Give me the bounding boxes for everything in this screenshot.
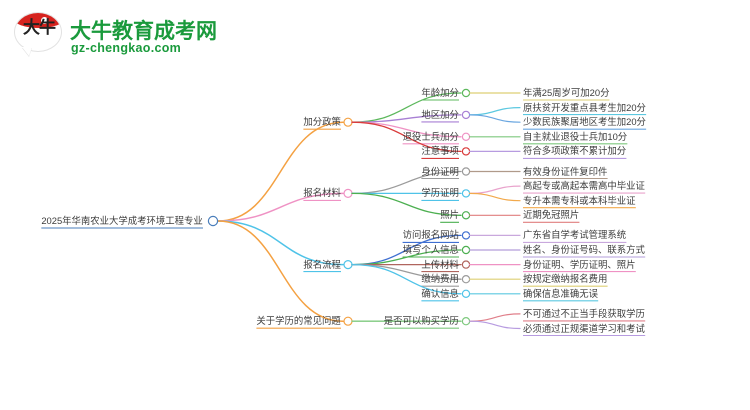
- mindmap-subbranch-label-2-1[interactable]: 填写个人信息: [402, 244, 459, 255]
- logo-dot: [41, 17, 48, 24]
- mindmap-root-label[interactable]: 2025年华南农业大学成考环境工程专业: [41, 215, 203, 226]
- mindmap-detail-label-3-0-0[interactable]: 不可通过不正当手段获取学历: [523, 307, 645, 319]
- mindmap-subbranch-label-1-2[interactable]: 照片: [440, 209, 459, 221]
- mindmap-subbranch-label-2-4[interactable]: 确认信息: [421, 287, 459, 299]
- mindmap-detail-label-2-3-0[interactable]: 按规定缴纳报名费用: [523, 273, 608, 285]
- logo-bubble-tail: [22, 47, 32, 56]
- mindmap-detail-label-1-1-0[interactable]: 高起专或高起本需高中毕业证: [523, 180, 645, 192]
- mindmap-detail-label-0-3-0[interactable]: 符合多项政策不累计加分: [523, 145, 627, 157]
- logo-bubble-shape: 大牛: [14, 12, 62, 52]
- mindmap-detail-label-0-2-0[interactable]: 自主就业退役士兵加10分: [523, 130, 628, 142]
- mindmap-branch-label-0[interactable]: 加分政策: [303, 116, 341, 128]
- logo-mark-text: 大牛: [23, 18, 56, 37]
- mindmap-detail-label-3-0-1[interactable]: 必须通过正规渠道学习和考试: [523, 322, 645, 334]
- mindmap-subbranch-label-2-3[interactable]: 缴纳费用: [421, 273, 459, 285]
- mindmap-detail-label-0-0-0[interactable]: 年满25周岁可加20分: [523, 87, 610, 98]
- mindmap-detail-label-2-4-0[interactable]: 确保信息准确无误: [523, 287, 599, 299]
- logo-bubble-top-red: [15, 13, 61, 28]
- logo-mark-icon: 大牛: [14, 12, 66, 58]
- mindmap-subbranch-label-2-2[interactable]: 上传材料: [421, 258, 459, 270]
- logo-title: 大牛教育成考网: [70, 20, 217, 43]
- mindmap-subbranch-label-1-1[interactable]: 学历证明: [421, 187, 459, 199]
- mindmap-subbranch-label-0-2[interactable]: 退役士兵加分: [402, 130, 459, 142]
- logo-subtitle: gz-chengkao.com: [71, 41, 182, 55]
- mindmap-subbranch-label-0-3[interactable]: 注意事项: [421, 145, 459, 157]
- mindmap-subbranch-label-3-0[interactable]: 是否可以购买学历: [383, 315, 459, 327]
- site-logo: 大牛 大牛教育成考网 gz-chengkao.com: [14, 8, 254, 64]
- mindmap-subbranch-label-0-0[interactable]: 年龄加分: [421, 87, 459, 98]
- mindmap-detail-label-2-1-0[interactable]: 姓名、身份证号码、联系方式: [523, 244, 645, 255]
- mindmap-detail-label-2-0-0[interactable]: 广东省自学考试管理系统: [523, 229, 627, 241]
- mindmap-branch-label-2[interactable]: 报名流程: [303, 258, 341, 270]
- mindmap-detail-label-1-2-0[interactable]: 近期免冠照片: [523, 209, 580, 221]
- mindmap-detail-label-0-1-1[interactable]: 少数民族聚居地区考生加20分: [523, 116, 646, 128]
- mindmap-detail-label-0-1-0[interactable]: 原扶贫开发重点县考生加20分: [523, 101, 646, 113]
- mindmap-detail-label-1-0-0[interactable]: 有效身份证件复印件: [523, 165, 608, 177]
- mindmap-detail-label-2-2-0[interactable]: 身份证明、学历证明、照片: [523, 258, 636, 270]
- mindmap-branch-label-1[interactable]: 报名材料: [303, 187, 341, 199]
- mindmap-branch-label-3[interactable]: 关于学历的常见问题: [256, 315, 341, 327]
- mindmap-subbranch-label-1-0[interactable]: 身份证明: [421, 165, 459, 177]
- mindmap-subbranch-label-0-1[interactable]: 地区加分: [421, 108, 459, 120]
- mindmap-detail-label-1-1-1[interactable]: 专升本需专科或本科毕业证: [523, 194, 636, 206]
- mindmap-subbranch-label-2-0[interactable]: 访问报名网站: [402, 229, 459, 241]
